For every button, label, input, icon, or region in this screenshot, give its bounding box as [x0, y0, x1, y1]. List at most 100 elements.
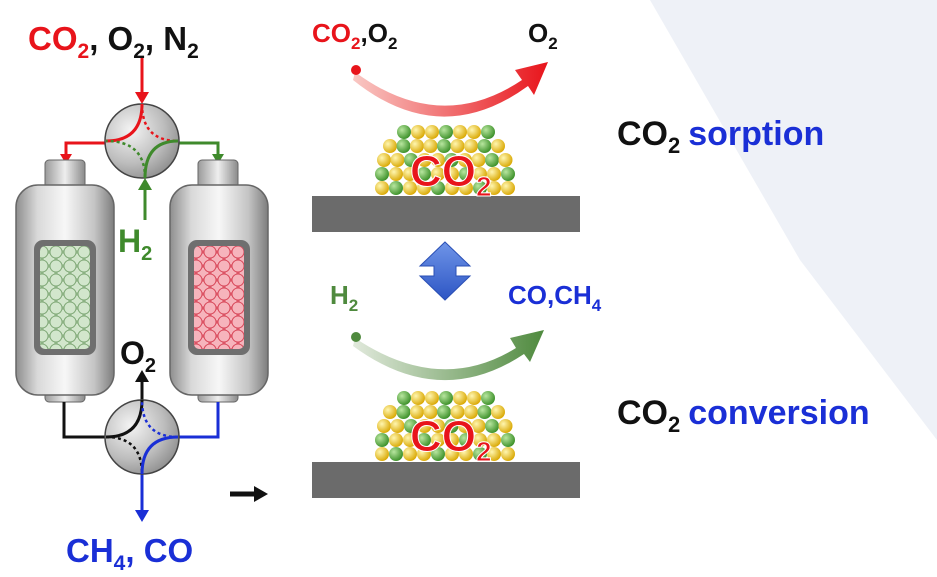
pellet: [389, 167, 403, 181]
pellet: [375, 447, 389, 461]
sorption-pellets: [375, 125, 515, 195]
sorption-flow-arrow: [353, 62, 548, 117]
sorption-input-label: CO2,O2: [312, 18, 397, 53]
pellet: [377, 419, 391, 433]
pellet: [501, 181, 515, 195]
conversion-flow-arrow: [353, 330, 544, 381]
pellet: [423, 405, 438, 419]
pellet: [389, 447, 403, 461]
sorption-co2-center: CO2: [410, 147, 492, 202]
conversion-substrate: [312, 462, 580, 498]
inlet-gas-label: CO2, O2, N2: [28, 20, 199, 63]
pellet: [383, 405, 397, 419]
sorption-output-label: O2: [528, 18, 558, 53]
right-reactor: [169, 159, 269, 403]
pellet: [431, 153, 445, 167]
pellet: [481, 391, 495, 405]
pellet: [375, 181, 389, 195]
pellet: [404, 419, 418, 433]
pellet: [487, 181, 501, 195]
pellet: [501, 433, 515, 447]
pellet: [390, 419, 405, 433]
pellet: [403, 181, 417, 195]
pellet: [437, 139, 451, 153]
pellet: [390, 153, 405, 167]
pellet: [437, 405, 451, 419]
pellet: [439, 391, 453, 405]
sorption-substrate: [312, 196, 580, 232]
pellet: [473, 447, 487, 461]
pellet: [431, 419, 445, 433]
dual-reactor-system: [15, 56, 269, 522]
pellet: [383, 139, 397, 153]
red-flow-line: [64, 141, 110, 158]
pellet: [471, 419, 486, 433]
pellet: [487, 447, 501, 461]
pellet: [403, 433, 417, 447]
pellet: [491, 405, 505, 419]
pellet: [431, 181, 445, 195]
pellet: [453, 125, 467, 139]
pellet: [425, 125, 439, 139]
conversion-input-label: H2: [330, 280, 358, 315]
pellet: [477, 139, 492, 153]
pellet: [467, 125, 481, 139]
pellet: [423, 139, 438, 153]
pellet: [389, 433, 403, 447]
pellet: [450, 405, 465, 419]
pellet: [473, 181, 487, 195]
pellet: [487, 167, 501, 181]
pellet: [396, 405, 411, 419]
pellet: [459, 181, 473, 195]
pellet: [467, 391, 481, 405]
pellet: [417, 447, 431, 461]
pellet: [445, 167, 459, 181]
pellet: [417, 167, 431, 181]
pellet: [439, 125, 453, 139]
pellet: [417, 433, 431, 447]
product-outlet-label: CH4, CO: [66, 532, 193, 575]
pellet: [403, 167, 417, 181]
pellet: [417, 153, 432, 167]
pellet: [410, 139, 424, 153]
pellet: [473, 167, 487, 181]
black-flow-line: [62, 402, 110, 439]
pellet: [459, 167, 473, 181]
pellet: [487, 433, 501, 447]
pellet: [431, 433, 445, 447]
pellet: [445, 447, 459, 461]
pellet: [491, 139, 505, 153]
pellet: [485, 419, 499, 433]
left-reactor: [15, 159, 115, 403]
pellet: [498, 153, 513, 167]
pellet: [410, 405, 424, 419]
pellet: [403, 447, 417, 461]
pellet: [445, 181, 459, 195]
pellet: [458, 419, 472, 433]
sorption-panel: CO2 CO2,O2 O2: [312, 18, 580, 232]
pellet: [417, 419, 432, 433]
pellet: [464, 139, 478, 153]
pellet: [459, 447, 473, 461]
h2-label: H2: [118, 223, 152, 265]
pellet: [473, 433, 487, 447]
pellet: [411, 391, 425, 405]
pellet: [481, 125, 495, 139]
pellet: [450, 139, 465, 153]
pellet: [444, 419, 459, 433]
pellet: [498, 419, 513, 433]
pellet: [411, 125, 425, 139]
pellet: [485, 153, 499, 167]
pellet: [431, 167, 445, 181]
pellet: [458, 153, 472, 167]
pellet: [477, 405, 492, 419]
pellet: [375, 167, 389, 181]
blue-flow-line: [175, 402, 220, 439]
pellet: [471, 153, 486, 167]
pellet: [444, 153, 459, 167]
pellet: [389, 181, 403, 195]
pellet: [501, 167, 515, 181]
pellet: [397, 391, 411, 405]
